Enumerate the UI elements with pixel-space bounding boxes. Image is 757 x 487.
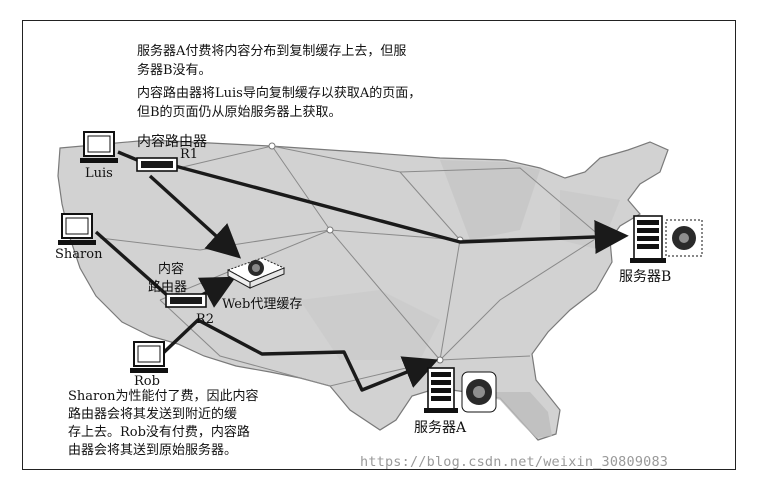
note-line: 但B的页面仍从原始服务器上获取。 bbox=[137, 105, 342, 120]
r1-to-cache-arrow bbox=[148, 174, 242, 259]
router-r2-label-line2: 路由器 bbox=[148, 280, 188, 295]
rob-computer-icon bbox=[130, 341, 168, 373]
note-line: 内容路由器将Luis导向复制缓存以获取A的页面， bbox=[137, 86, 422, 101]
note-line: 务器B没有。 bbox=[137, 63, 212, 78]
router-r2-icon bbox=[165, 293, 207, 308]
router-r2-label-line1: 内容 bbox=[158, 262, 185, 277]
note-line: Sharon为性能付了费，因此内容 bbox=[68, 389, 259, 404]
luis-computer-icon bbox=[80, 131, 118, 163]
server-a-icon bbox=[424, 367, 497, 413]
sharon-computer-icon bbox=[58, 213, 96, 245]
rob-to-server-a-arrow bbox=[158, 318, 439, 392]
route-arrows bbox=[94, 150, 629, 392]
note-sharon-rob: Sharon为性能付了费，因此内容 路由器会将其发送到附近的缓 存上去。Rob没… bbox=[68, 388, 258, 460]
server-a-label: 服务器A bbox=[414, 420, 467, 436]
note-line: 存上去。Rob没有付费，内容路 bbox=[68, 425, 250, 440]
router-r1-label: 内容路由器 bbox=[137, 134, 207, 150]
server-b-label: 服务器B bbox=[619, 269, 672, 285]
web-cache-label: Web代理缓存 bbox=[222, 297, 303, 312]
r1-to-server-b-arrow bbox=[174, 164, 629, 254]
router-r2-id: R2 bbox=[196, 312, 215, 327]
note-content-router: 内容路由器将Luis导向复制缓存以获取A的页面， 但B的页面仍从原始服务器上获取… bbox=[137, 84, 421, 122]
router-r1-id: R1 bbox=[180, 147, 199, 162]
router-r1-icon bbox=[136, 157, 178, 172]
note-line: 路由器会将其发送到附近的缓 bbox=[68, 407, 238, 422]
luis-label: Luis bbox=[85, 166, 113, 181]
server-b-icon bbox=[630, 215, 703, 263]
watermark-text: https://blog.csdn.net/weixin_30809083 bbox=[360, 454, 669, 470]
note-line: 服务器A付费将内容分布到复制缓存上去，但服 bbox=[137, 44, 407, 59]
web-cache-icon bbox=[226, 257, 286, 289]
note-line: 由器会将其送到原始服务器。 bbox=[68, 443, 238, 458]
figure-frame bbox=[22, 20, 736, 470]
sharon-label: Sharon bbox=[55, 247, 103, 262]
sharon-to-r2-link bbox=[94, 230, 170, 298]
note-server-a-paid: 服务器A付费将内容分布到复制缓存上去，但服 务器B没有。 bbox=[137, 42, 406, 80]
rob-label: Rob bbox=[134, 374, 160, 389]
